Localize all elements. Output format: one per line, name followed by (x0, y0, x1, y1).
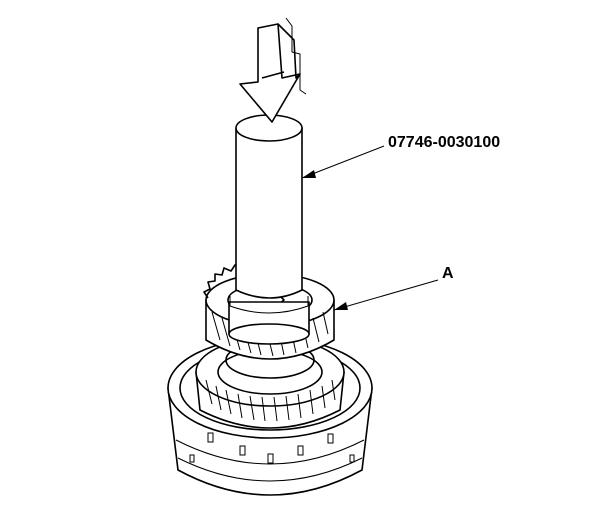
tool-shaft (228, 114, 310, 345)
tool-leader-line (301, 145, 385, 179)
drum-slots (189, 432, 355, 464)
part-a-leader-arrowhead (334, 302, 348, 310)
gear-stack (195, 337, 345, 429)
press-ram-lines (285, 17, 307, 95)
press-arrow-icon (239, 23, 301, 123)
part-a-label: A (442, 265, 454, 282)
tool-leader-arrowhead (302, 170, 316, 178)
lower-gear-teeth (205, 379, 336, 422)
part-a-leader-line (333, 279, 439, 311)
tool-number-label: 07746-0030100 (388, 134, 501, 151)
